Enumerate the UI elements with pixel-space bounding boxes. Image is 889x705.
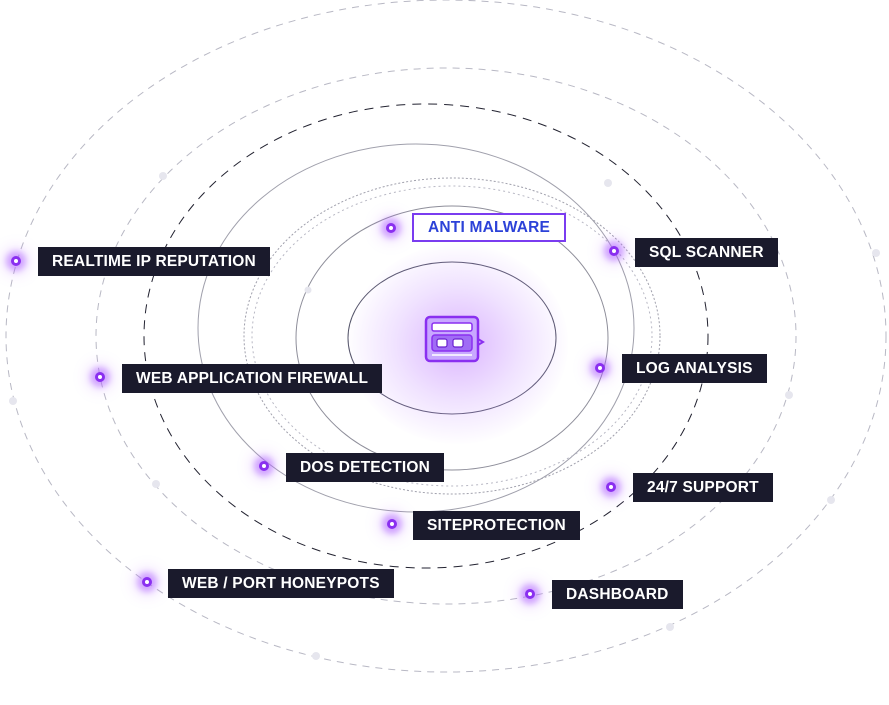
orbit-ring-2 <box>251 185 653 487</box>
label-anti-malware[interactable]: ANTI MALWARE <box>412 213 567 242</box>
node-support <box>606 482 616 492</box>
node-siteprotection <box>387 519 397 529</box>
orbit-ring-3 <box>243 177 661 495</box>
node-web-application-firewall <box>95 372 105 382</box>
label-siteprotection[interactable]: SITEPROTECTION <box>413 511 580 540</box>
orbit-ring-6 <box>95 67 797 605</box>
node-dashboard <box>525 589 535 599</box>
orbit-ring-outer <box>5 0 887 673</box>
label-dashboard[interactable]: DASHBOARD <box>552 580 683 609</box>
label-log-analysis[interactable]: LOG ANALYSIS <box>622 354 767 383</box>
orbit-sparkles <box>9 172 880 660</box>
label-web-application-firewall[interactable]: WEB APPLICATION FIREWALL <box>122 364 383 393</box>
node-log-analysis <box>595 363 605 373</box>
node-realtime-ip-reputation <box>11 256 21 266</box>
label-realtime-ip-reputation[interactable]: REALTIME IP REPUTATION <box>38 247 270 276</box>
label-sql-scanner[interactable]: SQL SCANNER <box>635 238 778 267</box>
label-dos-detection[interactable]: DOS DETECTION <box>286 453 445 482</box>
label-web-port-honeypots[interactable]: WEB / PORT HONEYPOTS <box>168 569 394 598</box>
node-sql-scanner <box>609 246 619 256</box>
security-chip-icon <box>424 315 485 363</box>
node-dos-detection <box>259 461 269 471</box>
orbit-ring-5 <box>143 103 709 569</box>
label-support[interactable]: 24/7 SUPPORT <box>633 473 773 502</box>
node-anti-malware <box>386 223 396 233</box>
orbit-ring-1 <box>295 205 609 471</box>
node-web-port-honeypots <box>142 577 152 587</box>
